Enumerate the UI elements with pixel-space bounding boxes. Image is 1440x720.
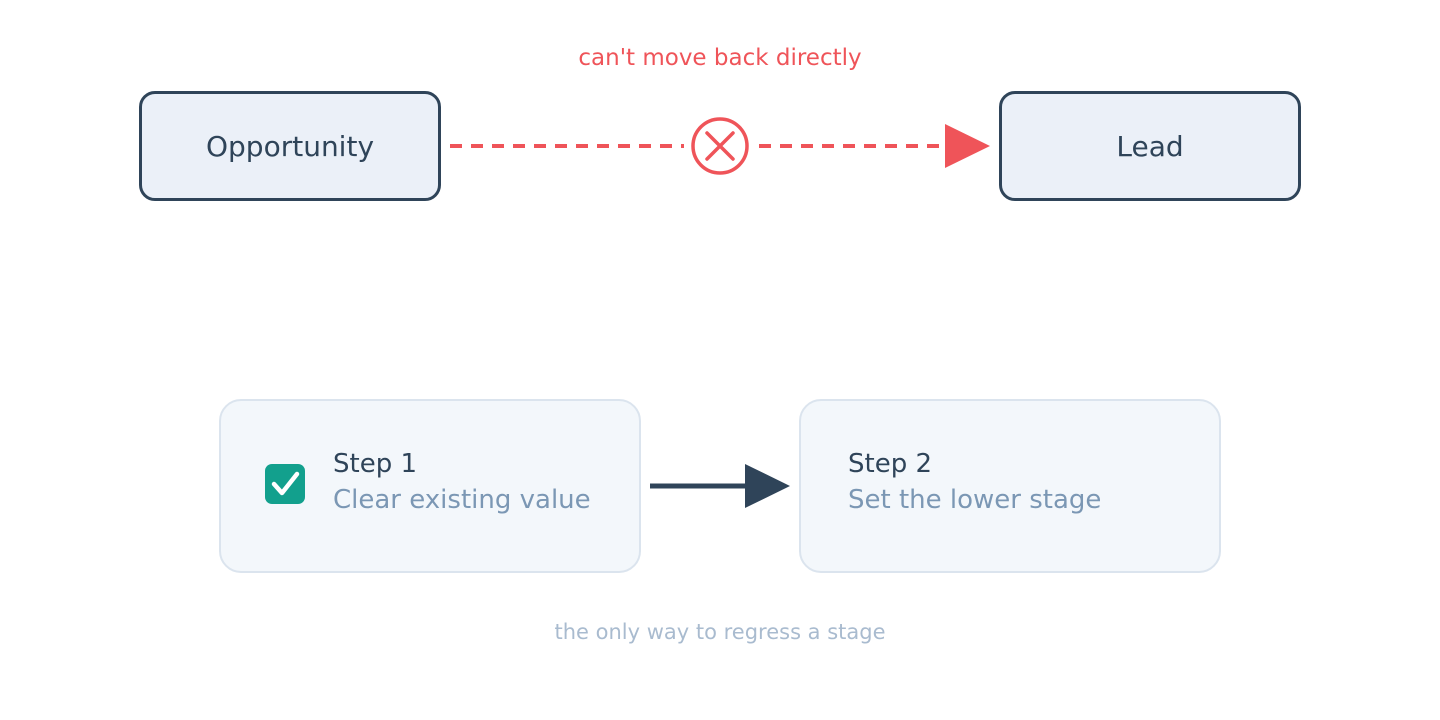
stage-opportunity-label: Opportunity: [205, 129, 375, 163]
blocked-x-circle-icon: [691, 117, 749, 175]
step-connector-arrowhead: [745, 464, 790, 508]
step-1-title: Step 1: [333, 449, 418, 479]
checkbox-checked-icon: [265, 464, 305, 504]
step-2-card: Step 2 Set the lower stage: [799, 399, 1221, 573]
footer-note: the only way to regress a stage: [554, 620, 886, 644]
step-2-description: Set the lower stage: [848, 485, 1102, 515]
stage-lead-label: Lead: [1116, 129, 1184, 163]
step-1-description: Clear existing value: [333, 485, 591, 515]
step-1-card: Step 1 Clear existing value: [219, 399, 641, 573]
blocked-transition-caption: can't move back directly: [578, 45, 862, 71]
blocked-transition-arrow: [450, 124, 990, 168]
blocked-arrowhead: [945, 124, 990, 168]
stage-opportunity-box: Opportunity: [139, 91, 441, 201]
step-2-title: Step 2: [848, 449, 933, 479]
stage-lead-box: Lead: [999, 91, 1301, 201]
step-connector-arrow: [650, 464, 790, 508]
